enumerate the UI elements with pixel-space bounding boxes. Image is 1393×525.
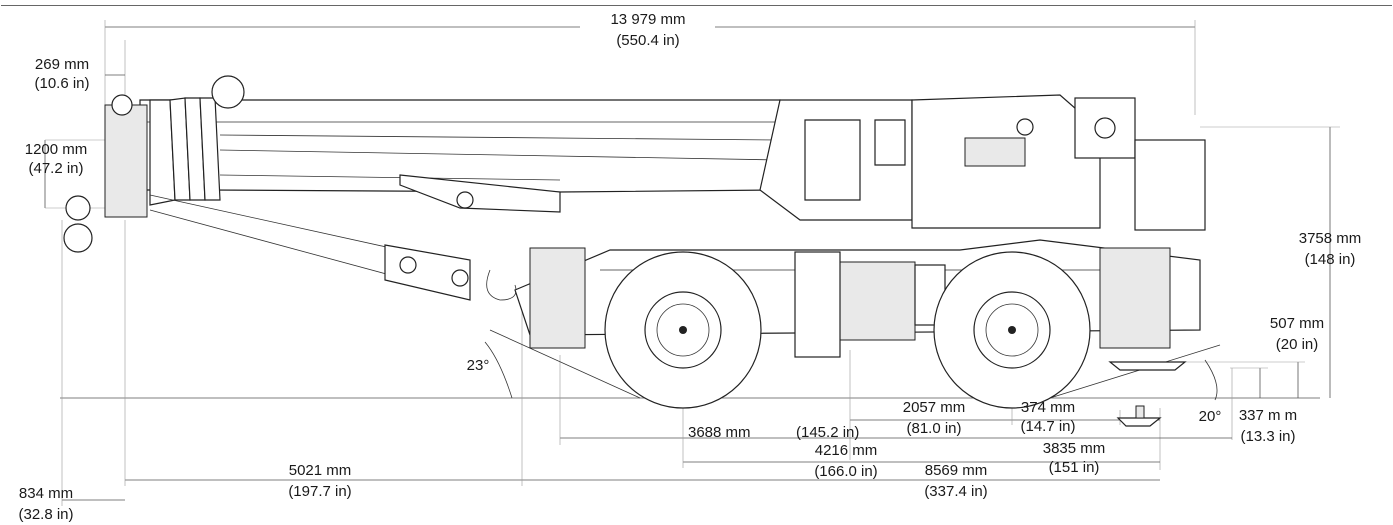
- departure-angle-label: 20°: [1199, 408, 1222, 425]
- outrigger-span-imperial: (337.4 in): [924, 483, 987, 500]
- wheelbase-span-metric: 3688 mm: [688, 424, 751, 441]
- overall-length-metric: 13 979 mm: [610, 11, 685, 28]
- axle-to-rear-imperial: (81.0 in): [906, 420, 961, 437]
- approach-angle-label: 23°: [467, 357, 490, 374]
- overall-height-imperial: (148 in): [1305, 251, 1356, 268]
- front-overhang-imperial: (197.7 in): [288, 483, 351, 500]
- dimension-lines: [44, 20, 1340, 506]
- rear-to-pad-metric: 3835 mm: [1043, 440, 1106, 457]
- pad-offset-imperial: (14.7 in): [1020, 418, 1075, 435]
- front-to-axle-imperial: (166.0 in): [814, 463, 877, 480]
- sheave-offset-metric: 269 mm: [35, 56, 89, 73]
- tip-overhang-metric: 834 mm: [19, 485, 73, 502]
- sheave-offset-imperial: (10.6 in): [34, 75, 89, 92]
- pad-offset-metric: 374 mm: [1021, 399, 1075, 416]
- frame-top-line: [1, 5, 1392, 6]
- boom-head-height-metric: 1200 mm: [25, 141, 88, 158]
- ground-clearance-imperial: (20 in): [1276, 336, 1319, 353]
- outrigger-span-metric: 8569 mm: [925, 462, 988, 479]
- crane-illustration: [63, 75, 1206, 427]
- boom-head-height-imperial: (47.2 in): [28, 160, 83, 177]
- axle-to-rear-metric: 2057 mm: [903, 399, 966, 416]
- outrigger-offset-metric: 337 m m: [1239, 407, 1297, 424]
- outrigger-offset-imperial: (13.3 in): [1240, 428, 1295, 445]
- tip-overhang-imperial: (32.8 in): [18, 506, 73, 523]
- front-overhang-metric: 5021 mm: [289, 462, 352, 479]
- overall-length-imperial: (550.4 in): [616, 32, 679, 49]
- overall-height-metric: 3758 mm: [1299, 230, 1362, 247]
- front-to-axle-metric: 4216 mm: [815, 442, 878, 459]
- rear-to-pad-imperial: (151 in): [1049, 459, 1100, 476]
- dimension-labels: 13 979 mm (550.4 in) 269 mm (10.6 in) 12…: [18, 11, 1361, 523]
- ground-clearance-metric: 507 mm: [1270, 315, 1324, 332]
- wheelbase-span-imperial: (145.2 in): [796, 424, 859, 441]
